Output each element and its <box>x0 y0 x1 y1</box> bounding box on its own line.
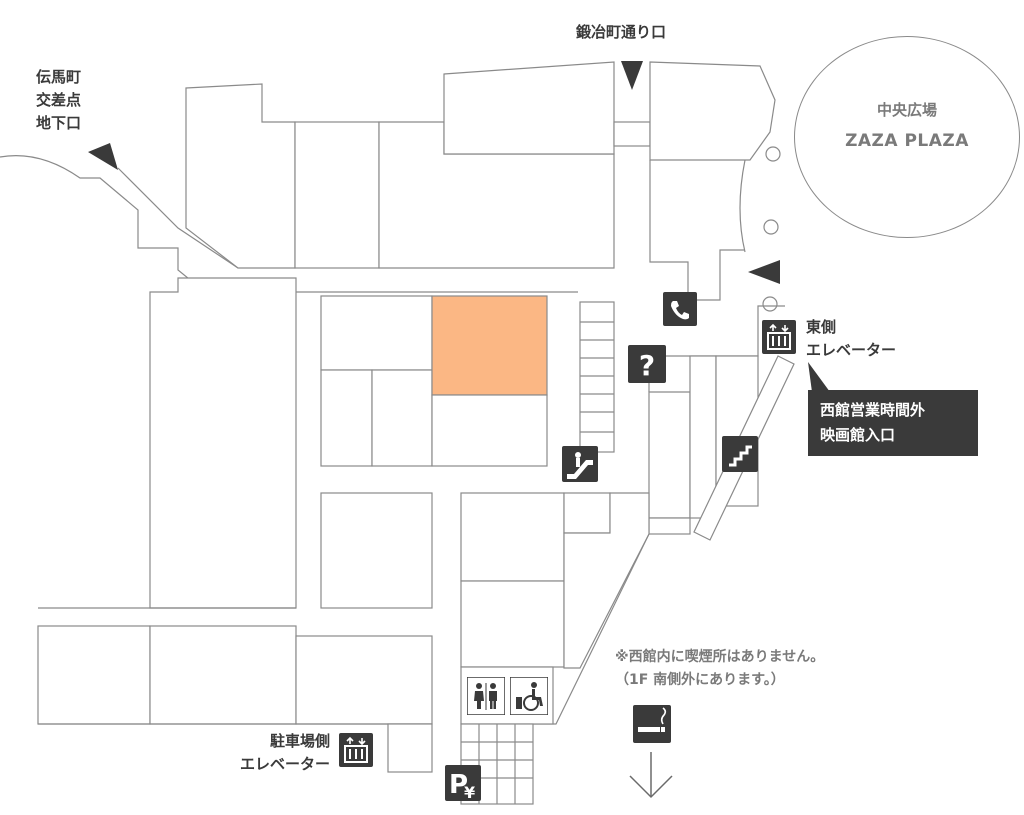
store-block <box>387 723 433 773</box>
telephone-icon[interactable] <box>663 292 697 326</box>
entrance-arrow-icon <box>88 143 118 170</box>
store-block <box>320 369 373 467</box>
parking-fee-icon[interactable]: P ¥ <box>445 765 481 802</box>
plaza-name-en: ZAZA PLAZA <box>845 131 969 151</box>
entrance-arrow-icon <box>621 61 643 90</box>
entrance-label-kajimachi: 鍛冶町通り口 <box>576 23 667 41</box>
corridor-outline <box>0 155 578 293</box>
information-icon[interactable]: ? <box>628 345 666 383</box>
escalator-steps <box>579 301 615 453</box>
svg-text:¥: ¥ <box>464 783 475 801</box>
store-block <box>460 492 565 582</box>
escalator-icon[interactable] <box>562 446 598 482</box>
elevator-icon[interactable] <box>339 733 373 767</box>
corridor-outline <box>117 167 239 269</box>
pillar <box>765 146 781 162</box>
store-block <box>149 625 297 725</box>
store-block <box>185 83 296 269</box>
store-block <box>563 492 611 534</box>
store-block <box>689 355 717 519</box>
cinema-entrance-callout: 西館営業時間外 映画館入口 <box>808 390 978 456</box>
store-block <box>149 277 297 609</box>
store-block <box>371 369 433 467</box>
store-block <box>294 121 380 269</box>
plaza-name-ja: 中央広場 <box>876 101 937 119</box>
store-block <box>648 517 691 535</box>
store-block <box>648 391 691 519</box>
entrance-label-denmacho: 伝馬町 交差点 地下口 <box>36 68 82 132</box>
down-arrow-icon <box>629 752 673 799</box>
entrance-arrow-icon <box>748 260 780 284</box>
smoking-area-icon[interactable] <box>633 705 671 743</box>
store-block <box>431 394 548 467</box>
pillar <box>762 296 778 312</box>
escalator-step-lines <box>580 321 614 433</box>
parking-elevator-label: 駐車場側 エレベーター <box>239 732 330 773</box>
accessible-restroom-icon[interactable] <box>509 676 549 716</box>
store-block <box>649 61 776 161</box>
restroom-icon[interactable] <box>466 676 506 716</box>
stairs-icon[interactable] <box>722 436 758 472</box>
pillar <box>763 219 779 235</box>
svg-text:P: P <box>449 770 468 800</box>
elevator-icon[interactable] <box>762 320 796 354</box>
store-block <box>37 625 151 725</box>
smoking-note: ※西館内に喫煙所はありません。 （1F 南側外にあります。） <box>615 649 825 688</box>
store-block <box>320 492 433 609</box>
east-elevator-label: 東側 エレベーター <box>806 318 897 359</box>
store-block <box>295 635 433 725</box>
callout-pointer <box>808 362 830 392</box>
store-block <box>443 61 615 155</box>
store-block <box>320 295 433 371</box>
highlighted-store <box>431 295 548 396</box>
corridor-outline <box>649 160 745 301</box>
svg-text:?: ? <box>639 349 655 382</box>
zaza-plaza: 中央広場 ZAZA PLAZA <box>794 36 1020 238</box>
store-block <box>460 580 565 668</box>
corridor-outline <box>739 159 746 253</box>
entrance-passage <box>613 121 651 147</box>
store-block <box>563 492 650 669</box>
